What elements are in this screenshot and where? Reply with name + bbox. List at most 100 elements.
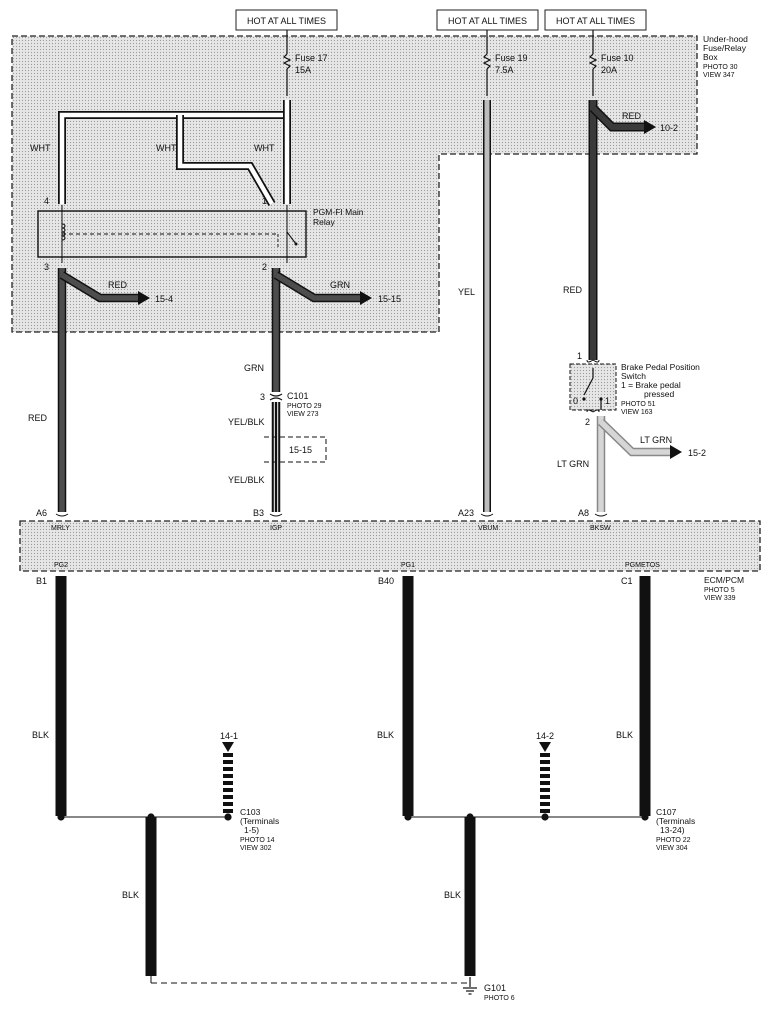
wire-label-red-fuse10: RED (622, 111, 642, 121)
c103-photo: PHOTO 14 (240, 837, 275, 844)
pgm-fi-main-relay (37, 205, 307, 263)
switch-name-1: Brake Pedal Position (621, 362, 700, 372)
relay-pin-4: 4 (44, 196, 49, 206)
ecm-pcm-box (19, 520, 761, 572)
ecm-signal-mrly: MRLY (51, 525, 70, 532)
fuse-box-photo: PHOTO 30 (703, 64, 738, 71)
fuse-17 (282, 30, 292, 96)
xref-14-1: 14-1 (220, 731, 238, 741)
wire-label-yel-blk-2: YEL/BLK (228, 475, 265, 485)
c101-pin: 3 (260, 392, 265, 402)
relay-pin-2: 2 (262, 262, 267, 272)
hot-label-3: HOT AT ALL TIMES (544, 9, 647, 31)
switch-view: VIEW 163 (621, 409, 653, 416)
wire-label-red-relay: RED (108, 280, 128, 290)
hot-label-2: HOT AT ALL TIMES (436, 9, 539, 31)
blk-ground-wires (55, 576, 651, 984)
c101-photo: PHOTO 29 (287, 403, 322, 410)
switch-desc-1: 1 = Brake pedal (621, 380, 681, 390)
ecm-pin-a6: A6 (36, 508, 47, 518)
fuse-19-rating: 7.5A (495, 65, 514, 75)
wire-label-wht-2: WHT (156, 143, 177, 153)
grn-wire-igp (271, 268, 372, 392)
switch-pin-1: 1 (577, 351, 582, 361)
c107-name: C107 (656, 807, 677, 817)
wire-label-wht-3: WHT (254, 143, 275, 153)
switch-pos-0: 0 (573, 396, 578, 406)
ecm-pin-a8: A8 (578, 508, 589, 518)
fuse-box-name-3: Box (703, 52, 718, 62)
ecm-photo: PHOTO 5 (704, 587, 735, 594)
xref-10-2: 10-2 (660, 123, 678, 133)
c103-desc-2: 1-5) (244, 825, 259, 835)
ecm-pin-b3: B3 (253, 508, 264, 518)
c107-desc-2: 13-24) (660, 825, 685, 835)
c103-dashed-lead (222, 742, 234, 813)
relay-name-2: Relay (313, 217, 335, 227)
ecm-pin-b1: B1 (36, 576, 47, 586)
ecm-signal-pg1: PG1 (401, 562, 415, 569)
switch-photo: PHOTO 51 (621, 401, 656, 408)
xref-15-15-splice: 15-15 (289, 445, 312, 455)
ecm-pin-c1: C1 (621, 576, 633, 586)
ecm-pin-b40: B40 (378, 576, 394, 586)
switch-desc-2: pressed (644, 389, 675, 399)
lt-grn-wire-bksw (596, 416, 682, 512)
xref-15-15-relay: 15-15 (378, 294, 401, 304)
wht-wires (58, 100, 291, 207)
yel-blk-wire (271, 402, 281, 512)
ecm-terminal-marks (55, 513, 608, 517)
wire-label-red-mrly: RED (28, 413, 48, 423)
wire-label-yel: YEL (458, 287, 475, 297)
xref-15-4: 15-4 (155, 294, 173, 304)
ecm-signal-igp: IGP (270, 525, 282, 532)
svg-text:HOT AT ALL TIMES: HOT AT ALL TIMES (247, 16, 326, 26)
fuse-10-rating: 20A (601, 65, 617, 75)
fuse-10 (588, 30, 598, 96)
ecm-view: VIEW 339 (704, 595, 736, 602)
wire-label-grn: GRN (244, 363, 264, 373)
g101-photo: PHOTO 6 (484, 995, 515, 1002)
fuse-19-name: Fuse 19 (495, 53, 528, 63)
switch-pin-2: 2 (585, 417, 590, 427)
c107-view: VIEW 304 (656, 845, 688, 852)
c107-photo: PHOTO 22 (656, 837, 691, 844)
brake-pedal-position-switch (569, 359, 617, 413)
fuse-box-view: VIEW 347 (703, 72, 735, 79)
wire-label-blk-g-right: BLK (444, 890, 461, 900)
ecm-signal-pg2: PG2 (54, 562, 68, 569)
wire-label-blk-g-left: BLK (122, 890, 139, 900)
hot-label-1: HOT AT ALL TIMES (235, 9, 338, 31)
relay-pin-1: 1 (262, 196, 267, 206)
svg-text:HOT AT ALL TIMES: HOT AT ALL TIMES (556, 16, 635, 26)
c101-name: C101 (287, 391, 309, 401)
ecm-signal-pgmetos: PGMETOS (625, 562, 660, 569)
fuse-17-name: Fuse 17 (295, 53, 328, 63)
c103-view: VIEW 302 (240, 845, 272, 852)
fuse-relay-box (11, 35, 698, 333)
wire-label-blk-b1: BLK (32, 730, 49, 740)
wire-label-lt-grn-branch: LT GRN (640, 435, 672, 445)
c101-view: VIEW 273 (287, 411, 319, 418)
xref-14-2: 14-2 (536, 731, 554, 741)
fuse-17-rating: 15A (295, 65, 311, 75)
red-wire-mrly (57, 268, 150, 512)
c107-dashed-lead (539, 742, 551, 813)
xref-15-2: 15-2 (688, 448, 706, 458)
ecm-name: ECM/PCM (704, 575, 744, 585)
fuse-19 (482, 30, 492, 96)
ecm-signal-vbum: VBUM (478, 525, 498, 532)
c103-desc-1: (Terminals (240, 816, 279, 826)
g101-name: G101 (484, 983, 506, 993)
c107-desc-1: (Terminals (656, 816, 695, 826)
svg-text:HOT AT ALL TIMES: HOT AT ALL TIMES (448, 16, 527, 26)
relay-name-1: PGM-FI Main (313, 207, 364, 217)
c103-name: C103 (240, 807, 261, 817)
ecm-pin-a23: A23 (458, 508, 474, 518)
fuse-box-name-1: Under-hood (703, 34, 748, 44)
wire-label-yel-blk-1: YEL/BLK (228, 417, 265, 427)
splice-points (57, 813, 649, 821)
wire-label-lt-grn: LT GRN (557, 459, 589, 469)
splice-15-15 (264, 436, 327, 463)
